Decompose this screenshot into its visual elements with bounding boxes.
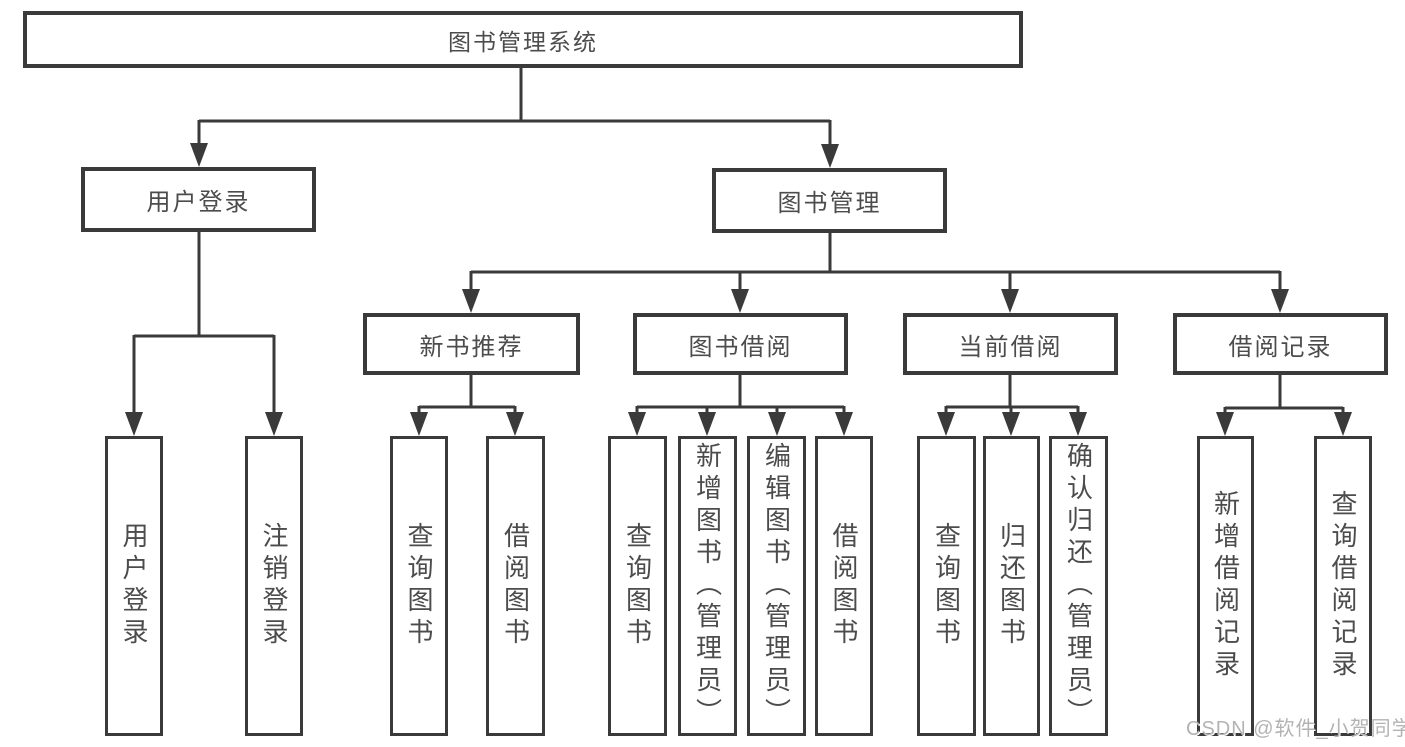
node-label: 借阅记录: [1228, 333, 1333, 361]
node-user-login: 用户登录: [81, 167, 316, 232]
node-label: 图书管理: [777, 190, 882, 217]
leaf-return-books: 归还图书: [983, 436, 1040, 736]
arrowhead-icon: [628, 412, 646, 436]
node-label: 借阅图书: [500, 522, 531, 650]
leaf-add-borrow-record: 新增借阅记录: [1197, 436, 1254, 736]
arrowhead-icon: [1334, 412, 1352, 436]
arrowhead-icon: [1271, 289, 1289, 313]
node-book-management: 图书管理: [712, 168, 947, 233]
leaf-logout: 注销登录: [245, 436, 303, 736]
node-label: 当前借阅: [958, 333, 1063, 361]
leaf-query-borrow-record: 查询借阅记录: [1314, 436, 1372, 736]
leaf-confirm-return-admin: 确认归还（管理员）: [1049, 436, 1108, 736]
leaf-query-books-borrowing: 查询图书: [608, 436, 667, 736]
arrowhead-icon: [190, 143, 208, 167]
node-label: 新书推荐: [419, 333, 524, 361]
node-label: 确认归还（管理员）: [1063, 442, 1094, 730]
leaf-query-books-current: 查询图书: [917, 436, 976, 736]
arrowhead-icon: [1216, 412, 1234, 436]
leaf-add-books-admin: 新增图书（管理员）: [678, 436, 737, 736]
leaf-query-books-recommend: 查询图书: [390, 436, 448, 736]
node-book-borrowing: 图书借阅: [633, 313, 848, 375]
arrowhead-icon: [937, 412, 955, 436]
node-label: 新增借阅记录: [1210, 490, 1241, 682]
node-library-management-system: 图书管理系统: [23, 11, 1023, 68]
csdn-watermark: CSDN @软件_小贺同学: [1186, 718, 1405, 740]
arrowhead-icon: [506, 412, 524, 436]
arrowhead-icon: [410, 412, 428, 436]
node-label: 查询图书: [404, 522, 434, 650]
leaf-user-login: 用户登录: [105, 436, 163, 736]
node-label: 新增图书（管理员）: [692, 442, 723, 730]
leaf-borrow-books-recommend: 借阅图书: [486, 436, 545, 736]
node-label: 查询图书: [622, 522, 653, 650]
arrowhead-icon: [698, 412, 716, 436]
node-current-borrowing: 当前借阅: [903, 313, 1118, 375]
arrowhead-icon: [821, 144, 839, 168]
node-label: 归还图书: [996, 522, 1027, 650]
node-label: 借阅图书: [829, 522, 859, 650]
leaf-borrow-books: 借阅图书: [815, 436, 873, 736]
arrowhead-icon: [1069, 412, 1087, 436]
arrowhead-icon: [265, 412, 283, 436]
node-label: 编辑图书（管理员）: [761, 442, 792, 730]
node-label: 用户登录: [146, 189, 251, 216]
arrowhead-icon: [125, 412, 143, 436]
arrowhead-icon: [462, 289, 480, 313]
node-label: 用户登录: [119, 522, 149, 650]
node-label: 图书管理系统: [448, 28, 598, 55]
arrowhead-icon: [1001, 289, 1019, 313]
node-label: 注销登录: [259, 522, 289, 650]
arrowhead-icon: [768, 412, 786, 436]
node-label: 查询图书: [931, 522, 962, 650]
arrowhead-icon: [731, 289, 749, 313]
node-borrowing-records: 借阅记录: [1173, 313, 1388, 375]
arrowhead-icon: [1002, 412, 1020, 436]
node-label: 查询借阅记录: [1328, 490, 1358, 682]
node-label: 图书借阅: [688, 333, 793, 361]
arrowhead-icon: [835, 412, 853, 436]
node-new-book-recommendation: 新书推荐: [363, 313, 580, 375]
leaf-edit-books-admin: 编辑图书（管理员）: [747, 436, 806, 736]
